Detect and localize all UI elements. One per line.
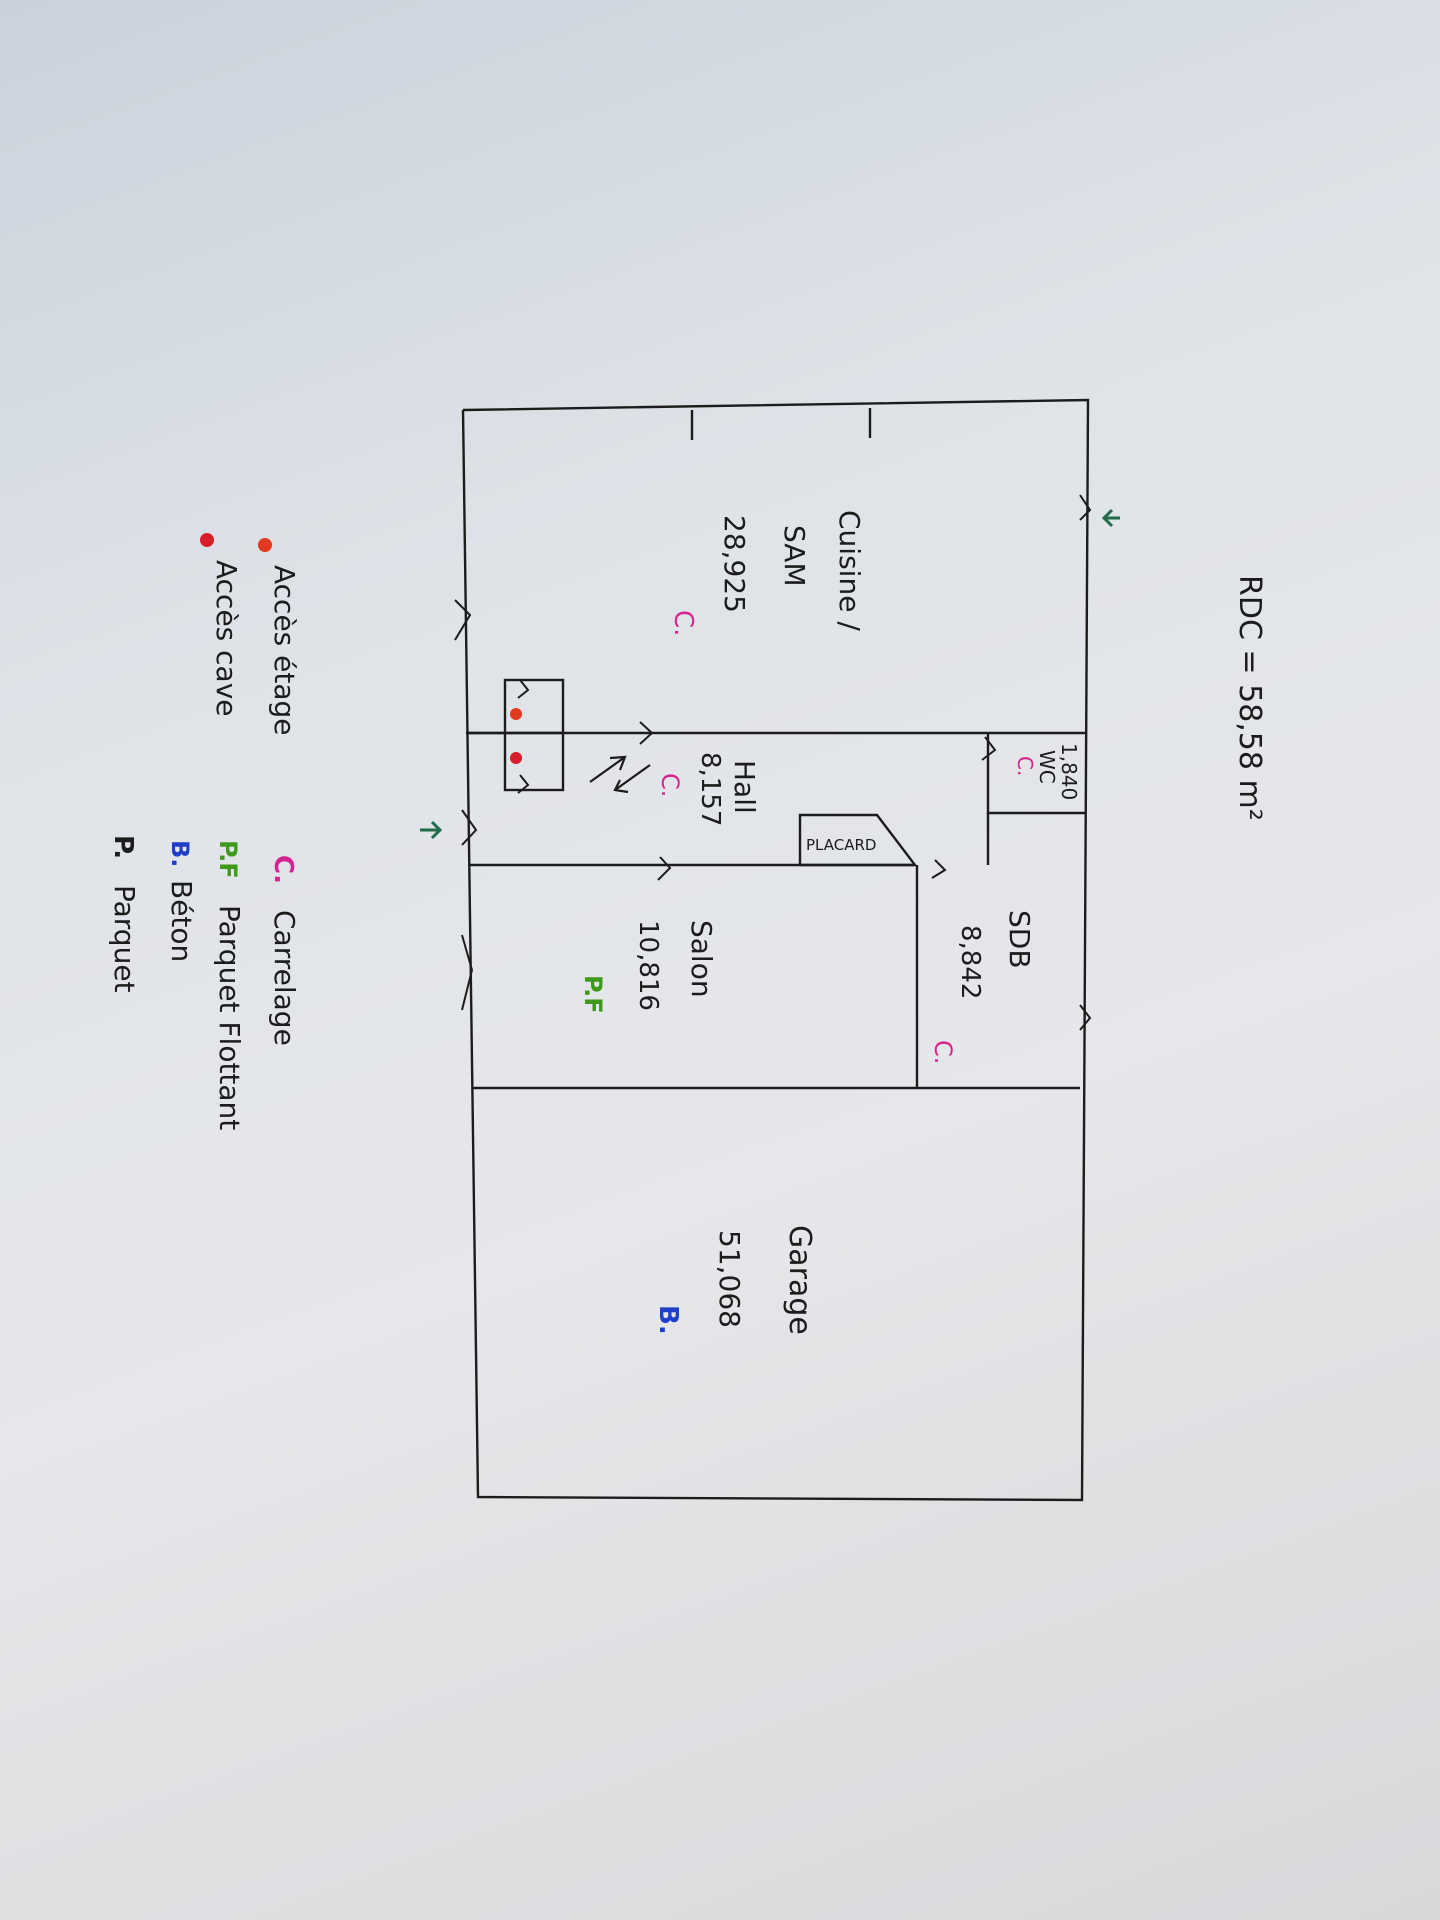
room-wc: 1,840 WC C. (1013, 743, 1081, 800)
entry-arrow-icon (1101, 508, 1114, 528)
arrow-icon (614, 764, 651, 791)
cuisine-floor: C. (668, 610, 698, 636)
cuisine-name-2: SAM (778, 525, 811, 587)
stair-access-dot-icon (510, 708, 522, 720)
wc-name: WC (1035, 750, 1059, 784)
legend-code-carrelage: C. (268, 855, 298, 884)
legend-code-beton: B. (166, 840, 194, 867)
room-salon: Salon 10,816 P.F (579, 920, 718, 1014)
legend-label-carrelage: Carrelage (268, 910, 301, 1046)
salon-name: Salon (685, 920, 718, 998)
legend-code-pf: P.F (214, 840, 242, 879)
staircase (503, 678, 565, 792)
room-cuisine: Cuisine / SAM 28,925 C. (668, 510, 866, 636)
legend-access-cave: Accès cave (210, 560, 243, 717)
cellar-access-dot-icon (510, 752, 522, 764)
legend-label-beton: Béton (165, 880, 198, 962)
legend-access-etage: Accès étage (268, 565, 301, 736)
salon-floor: P.F (579, 975, 607, 1014)
walls (461, 398, 1090, 1502)
legend-label-pf: Parquet Flottant (213, 905, 246, 1130)
legend-dot-icon (200, 533, 214, 547)
wc-area: 1,840 (1057, 743, 1081, 800)
outer-wall (461, 398, 1090, 1502)
door-symbol (1079, 494, 1092, 521)
legend-access: Accès étage Accès cave (200, 533, 301, 736)
garage-name: Garage (782, 1225, 817, 1335)
entry-arrow-icon (430, 820, 443, 840)
plan-title: RDC = 58,58 m² (1232, 575, 1267, 821)
garage-area: 51,068 (713, 1230, 746, 1328)
openings (454, 494, 1092, 1031)
door-symbol (657, 856, 672, 881)
door-symbol (454, 599, 472, 641)
arrow-head-icon (609, 755, 627, 771)
garage-floor: B. (653, 1305, 683, 1335)
entry-arrows (420, 508, 1120, 840)
legend-dot-icon (258, 538, 272, 552)
door-symbol (1079, 1004, 1092, 1031)
hall-area: 8,157 (695, 752, 725, 826)
sdb-area: 8,842 (955, 925, 985, 999)
arrow-head-icon (613, 779, 629, 794)
sdb-name: SDB (1003, 910, 1036, 969)
room-hall: Hall 8,157 C. (656, 752, 761, 826)
sdb-floor: C. (929, 1040, 957, 1064)
cuisine-area: 28,925 (718, 515, 751, 613)
wc-floor: C. (1013, 756, 1037, 776)
legend-floors: C. Carrelage P.F Parquet Flottant B. Bét… (108, 835, 301, 1130)
door-symbol (639, 721, 654, 745)
room-sdb: SDB 8,842 C. (929, 910, 1036, 1064)
hall-floor: C. (656, 773, 684, 797)
room-placard: PLACARD (806, 836, 876, 854)
hall-arrows (589, 755, 651, 794)
door-symbol (981, 736, 997, 761)
arrow-icon (589, 756, 626, 783)
placard-label: PLACARD (806, 836, 876, 854)
hall-name: Hall (728, 760, 761, 814)
door-symbol (461, 809, 478, 846)
cuisine-name-1: Cuisine / (833, 510, 866, 631)
legend-label-parquet: Parquet (108, 885, 141, 993)
door-symbol (517, 679, 530, 699)
legend-code-parquet: P. (108, 835, 138, 859)
placard-outline (798, 813, 918, 867)
door-symbol (461, 934, 474, 1011)
room-garage: Garage 51,068 B. (653, 1225, 817, 1335)
door-symbol (931, 859, 947, 879)
salon-area: 10,816 (633, 920, 663, 1011)
door-symbol (517, 774, 530, 794)
